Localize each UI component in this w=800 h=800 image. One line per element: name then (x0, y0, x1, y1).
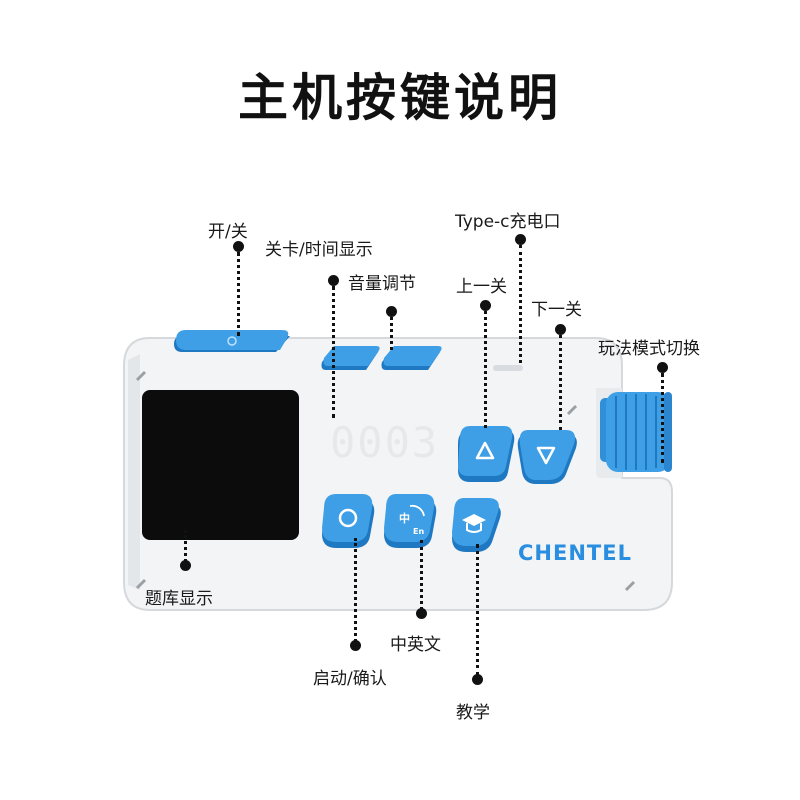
type-c-port (493, 365, 523, 371)
leader-dot (480, 300, 491, 311)
leader-line (390, 317, 393, 350)
leader-line (476, 544, 479, 676)
screw-mark (566, 404, 578, 416)
label-screen: 题库显示 (145, 589, 213, 609)
label-next-level: 下一关 (531, 300, 582, 320)
label-prev-level: 上一关 (456, 277, 507, 297)
triangle-up-icon (475, 441, 495, 460)
label-language: 中英文 (390, 635, 441, 655)
mode-knob[interactable] (606, 392, 670, 472)
language-button[interactable] (384, 494, 435, 542)
leader-line (484, 311, 487, 428)
leader-line (420, 540, 423, 610)
power-icon (227, 336, 237, 346)
label-level-time: 关卡/时间显示 (265, 240, 373, 260)
leader-dot (328, 275, 339, 286)
leader-dot (657, 362, 668, 373)
label-power: 开/关 (208, 222, 248, 242)
leader-line (559, 335, 562, 430)
screw-mark (624, 580, 636, 592)
leader-line (519, 245, 522, 363)
volume-up-button[interactable] (383, 346, 442, 366)
leader-line (237, 252, 240, 336)
svg-text:中: 中 (399, 511, 410, 525)
label-charge-port: Type-c充电口 (455, 212, 561, 232)
next-level-button[interactable] (519, 430, 575, 480)
leader-dot (515, 234, 526, 245)
prev-level-button[interactable] (458, 426, 513, 476)
screw-mark (135, 578, 147, 590)
start-confirm-button[interactable] (322, 494, 373, 542)
leader-dot (472, 674, 483, 685)
graduation-cap-icon (462, 514, 486, 533)
label-start-confirm: 启动/确认 (313, 669, 387, 689)
question-screen (142, 390, 299, 540)
leader-dot (416, 608, 427, 619)
power-button[interactable] (176, 330, 289, 350)
page-title: 主机按键说明 (238, 69, 562, 127)
leader-dot (555, 324, 566, 335)
svg-text:En: En (413, 527, 424, 536)
leader-line (661, 373, 664, 463)
leader-dot (386, 306, 397, 317)
brand-logo: CHENTEL (518, 541, 632, 565)
label-mode-switch: 玩法模式切换 (598, 339, 700, 359)
leader-line (354, 538, 357, 642)
leader-dot (233, 241, 244, 252)
language-cn-en-icon: 中 En (399, 504, 425, 536)
leader-line (184, 530, 187, 562)
circle-icon (338, 508, 358, 528)
triangle-down-icon (536, 446, 556, 465)
volume-down-button[interactable] (323, 346, 380, 366)
leader-dot (350, 640, 361, 651)
leader-dot (180, 560, 191, 571)
leader-line (332, 286, 335, 418)
label-teaching: 教学 (456, 703, 490, 723)
segment-display: 0003 (330, 418, 440, 467)
label-volume: 音量调节 (348, 274, 416, 294)
screw-mark (135, 370, 147, 382)
